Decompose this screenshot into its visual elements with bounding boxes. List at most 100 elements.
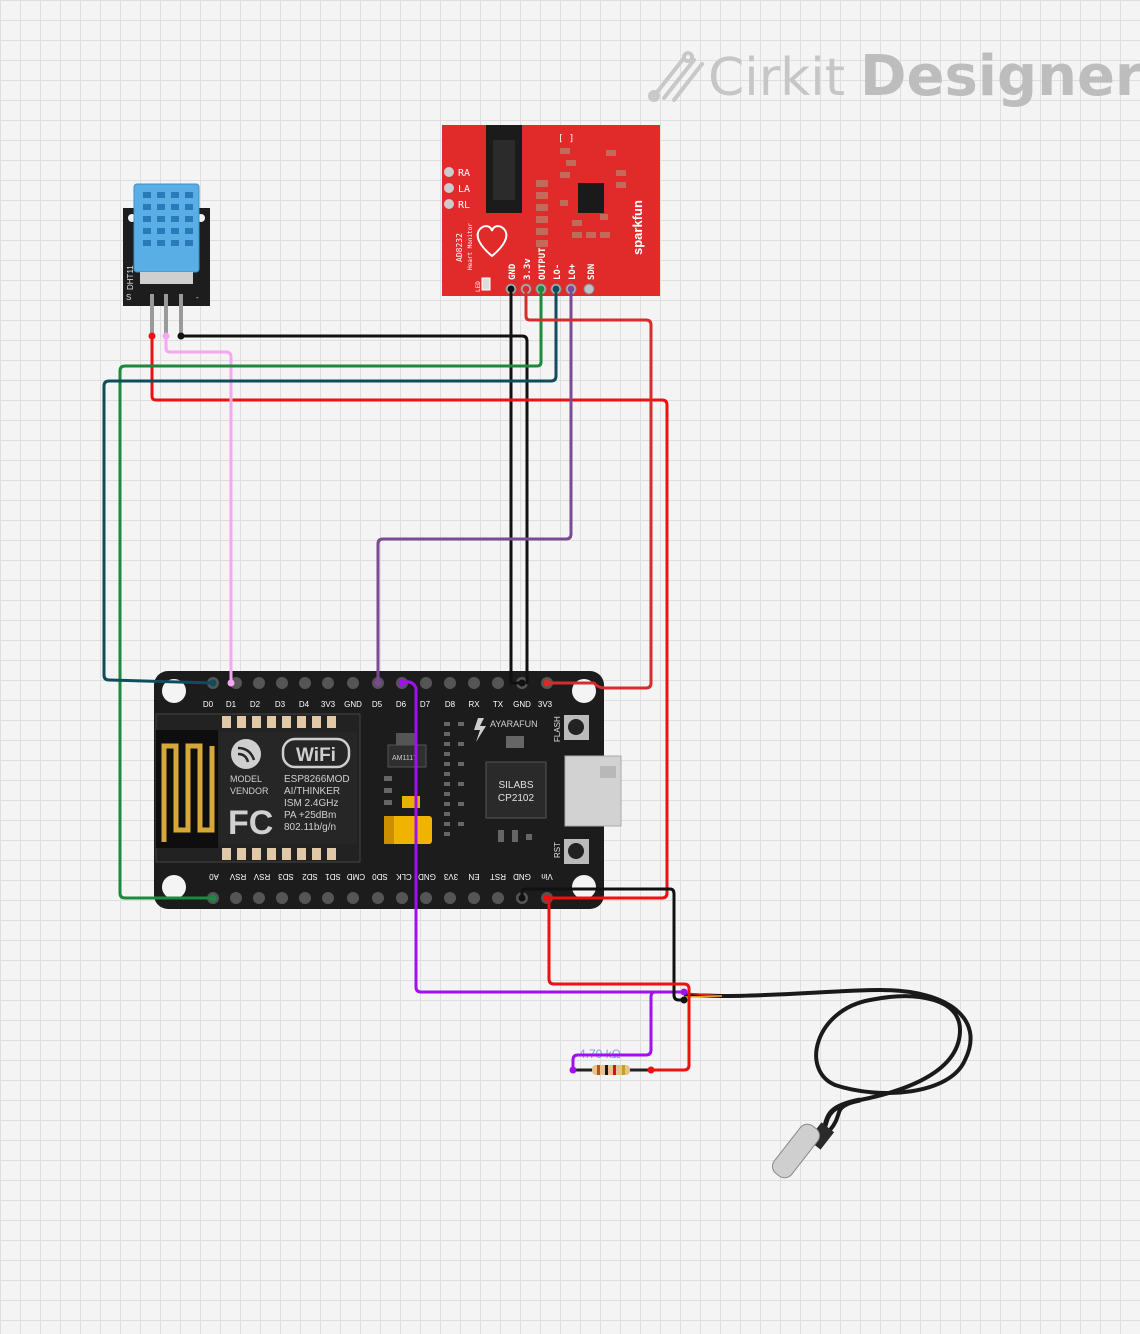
pin-gnd-bottom2-label: GND <box>513 872 531 881</box>
dht11-sensor[interactable]: DHT11 S - <box>123 183 210 334</box>
board-maker-label: AYARAFUN <box>490 719 538 729</box>
regulator-tab <box>396 733 416 745</box>
ecg-pin-output-label: OUTPUT <box>538 247 548 280</box>
pin-sd3-label: SD3 <box>278 872 294 881</box>
ecg-led-label: LED <box>475 281 482 292</box>
pin-rx-label: RX <box>468 700 480 709</box>
ecg-bracket: [ ] <box>558 134 574 144</box>
pad-ra-label: RA <box>458 168 470 179</box>
pcb-antenna-icon <box>161 743 215 842</box>
brand-name-light: Cirkit <box>708 48 845 108</box>
espressif-logo-icon <box>231 739 261 769</box>
brand-name-bold: Designer <box>860 44 1140 109</box>
ecg-pin-loplus-label: LO+ <box>568 263 578 280</box>
wire-nodemcu-gnd-to-probe-gnd[interactable] <box>520 887 686 1002</box>
tantalum-capacitor <box>384 816 432 844</box>
pin-a0-label: A0 <box>209 872 219 881</box>
ecg-pin-gnd-label: GND <box>508 263 518 280</box>
module-line-3: ISM 2.4GHz <box>284 798 338 809</box>
pin-cmd-label: CMD <box>347 872 365 881</box>
vendor-label: VENDOR <box>230 786 269 796</box>
pin-3v3-top2-label: 3V3 <box>538 700 553 709</box>
regulator-label: AM1117 <box>392 755 417 762</box>
dht-pin-label-s: S <box>126 293 131 302</box>
lightning-icon <box>474 718 486 742</box>
ds18b20-temperature-probe[interactable] <box>683 987 973 1181</box>
ecg-pin-sdn-label: SDN <box>587 264 597 280</box>
pin-gnd-top2-label: GND <box>513 700 531 709</box>
pin-d6-label: D6 <box>396 700 407 709</box>
fc-mark: FC <box>228 804 273 842</box>
pin-tx-label: TX <box>493 700 504 709</box>
ecg-pin-labels: GND 3.3v OUTPUT LO- LO+ SDN <box>508 247 597 280</box>
pin-d4-label: D4 <box>299 700 310 709</box>
pad-rl-label: RL <box>458 200 470 211</box>
esp12-module: WiFi MODEL VENDOR ESP8266MOD AI/THINKER … <box>155 713 361 863</box>
ecg-board <box>442 125 660 296</box>
dht-pins <box>150 294 183 334</box>
pin-rst-label: RST <box>490 872 506 881</box>
pin-sd0-label: SD0 <box>372 872 388 881</box>
nodemcu-bottom-header <box>207 892 553 904</box>
ecg-chip-label: AD8232 <box>455 233 464 262</box>
wire-dht-vcc-to-vin[interactable] <box>150 334 669 900</box>
wire-ecg-lominus-to-d0[interactable] <box>102 287 558 685</box>
pin-d0-label: D0 <box>203 700 214 709</box>
pin-3v3-top-label: 3V3 <box>321 700 336 709</box>
pin-3v3-bottom-label: 3V3 <box>443 872 458 881</box>
pad-la-label: LA <box>458 184 470 195</box>
heart-icon <box>476 225 508 258</box>
wire-vin-to-probe-vcc[interactable] <box>545 896 691 1072</box>
ecg-pin-3v3-label: 3.3v <box>523 258 533 280</box>
module-line-1: ESP8266MOD <box>284 774 350 785</box>
model-label: MODEL <box>230 774 262 784</box>
pin-d3-label: D3 <box>275 700 286 709</box>
nodemcu-top-labels: D0 D1 D2 D3 D4 3V3 GND D5 D6 D7 D8 RX TX… <box>203 700 553 709</box>
smd-parts <box>384 722 532 842</box>
nodemcu-bottom-labels: A0 RSV RSV SD3 SD2 SD1 CMD SD0 CLK GND 3… <box>209 872 553 881</box>
wire-endpoints <box>148 285 688 1074</box>
ecg-components <box>536 148 626 247</box>
wire-d6-to-probe-data[interactable] <box>400 680 685 994</box>
pin-d5-label: D5 <box>372 700 383 709</box>
pin-d1-label: D1 <box>226 700 237 709</box>
wire-ecg-gnd-to-nodemcu-gnd[interactable] <box>509 287 524 685</box>
cp2102-line-2: CP2102 <box>498 793 535 804</box>
cirkit-logo: Cirkit Designer <box>648 44 1140 109</box>
pin-gnd-bottom-label: GND <box>418 872 436 881</box>
wires <box>102 287 691 1072</box>
dht-side-label: DHT11 <box>126 265 135 290</box>
wifi-logo <box>281 737 351 769</box>
wire-dht-data-to-d1[interactable] <box>164 334 233 685</box>
sparkfun-logo: sparkfun <box>630 200 645 255</box>
pin-sd2-label: SD2 <box>302 872 318 881</box>
dht-pin-label-gnd: - <box>196 293 199 302</box>
pin-rsv2-label: RSV <box>253 872 270 881</box>
module-line-2: AI/THINKER <box>284 786 340 797</box>
cp2102-line-1: SILABS <box>498 780 533 791</box>
wire-ecg-output-to-a0[interactable] <box>118 287 543 900</box>
pin-d2-label: D2 <box>250 700 261 709</box>
module-line-5: 802.11b/g/n <box>284 822 336 833</box>
ecg-pin-lominus-label: LO- <box>553 264 563 280</box>
rst-button-label: RST <box>553 842 562 858</box>
cp2102-chip <box>485 761 547 819</box>
pin-en-label: EN <box>468 872 479 881</box>
pin-vin-label: Vin <box>541 872 552 881</box>
pin-rsv1-label: RSV <box>229 872 246 881</box>
module-line-4: PA +25dBm <box>284 810 336 821</box>
nodemcu-esp8266-board[interactable]: D0 D1 D2 D3 D4 3V3 GND D5 D6 D7 D8 RX TX… <box>154 671 622 909</box>
wire-ecg-loplus-to-d5[interactable] <box>376 287 573 685</box>
pin-clk-label: CLK <box>396 872 412 881</box>
ad8232-heart-monitor[interactable]: RA LA RL AD8232 Heart Monitor [ ] sparkf… <box>442 125 660 296</box>
dht-grille <box>143 192 193 246</box>
wire-ecg-3v3-to-nodemcu-3v3[interactable] <box>524 287 653 690</box>
pullup-resistor[interactable]: 4.70 kΩ <box>573 1047 651 1075</box>
ecg-ic <box>578 183 604 213</box>
ecg-subtitle: Heart Monitor <box>467 223 474 270</box>
cirkit-logo-icon <box>648 51 704 102</box>
pin-d8-label: D8 <box>445 700 456 709</box>
wire-dht-gnd-to-ecg-gnd[interactable] <box>179 334 529 685</box>
wire-probe-data-to-resistor[interactable] <box>571 990 685 1072</box>
flash-button-label: FLASH <box>553 716 562 742</box>
